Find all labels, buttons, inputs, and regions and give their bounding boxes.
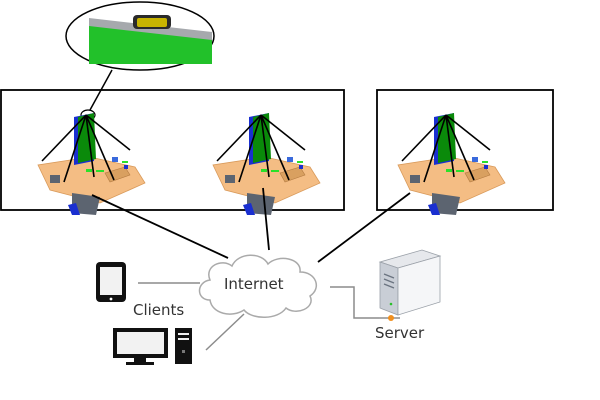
sensor-callout [65, 1, 215, 121]
server-icon [378, 249, 442, 321]
remote-site-box [376, 89, 554, 211]
internet-cloud: Internet [198, 254, 318, 318]
sensor-device-icon [133, 15, 171, 29]
tablet-icon [96, 262, 126, 302]
site-connections [91, 187, 411, 263]
server-network-port [388, 315, 394, 321]
workstation-3 [397, 112, 506, 216]
edge-workstation-1-internet [91, 194, 229, 259]
clients-label: Clients [133, 301, 184, 319]
workstation-2 [212, 112, 321, 216]
internet-label: Internet [224, 275, 284, 293]
desktop-pc-icon [113, 328, 192, 365]
callout-screen [89, 22, 212, 64]
client-connections [138, 282, 392, 351]
edge-desktop-internet [205, 313, 245, 351]
workstation-1 [37, 112, 146, 216]
local-site-box [0, 89, 345, 211]
edge-server-internet [330, 286, 392, 319]
server-label: Server [375, 324, 425, 342]
edge-workstation-2-internet [262, 187, 270, 251]
edge-workstation-3-internet [317, 192, 411, 263]
